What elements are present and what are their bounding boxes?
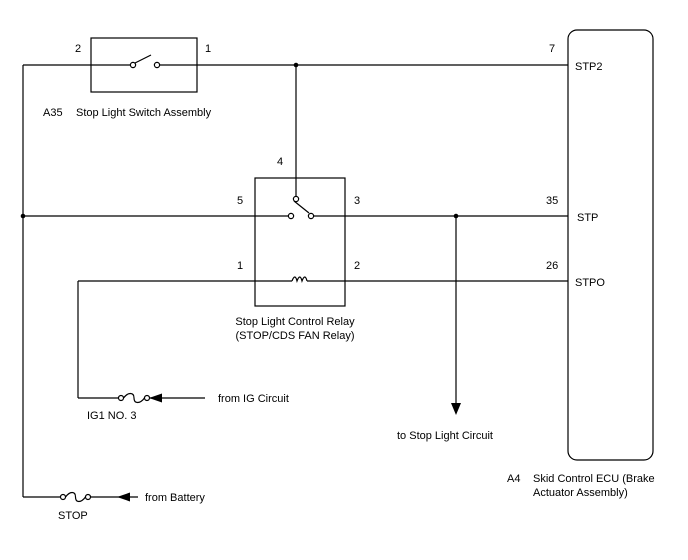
fuse-stop-terminal-left [59,493,67,501]
switch-code: A35 [43,107,63,119]
skid-control-ecu: 7 STP2 35 STP 26 STPO A4 Skid Control EC… [507,29,655,499]
fuse-ig1-terminal-right [143,394,151,402]
ecu-pin-stp2-name: STP2 [575,61,603,73]
stop-light-circuit-label: to Stop Light Circuit [397,430,493,442]
relay-box [254,177,346,307]
switch-contact-left [129,61,137,69]
switch-blade [134,54,152,64]
arrow-from-battery [117,492,130,502]
ecu-pin-stp2-number: 7 [549,43,555,55]
fuse-stop: STOP from Battery [58,491,205,522]
switch-contact-right [153,61,161,69]
relay-blade [293,200,310,214]
relay-pin-top: 4 [277,156,283,168]
ecu-code: A4 [507,473,520,485]
switch-pin-right: 1 [205,43,211,55]
stop-light-control-relay: 4 5 3 1 2 Stop Light Control Relay (STOP… [235,156,360,342]
relay-coil [291,276,308,284]
relay-contact-top [292,195,300,203]
relay-name-line2: (STOP/CDS FAN Relay) [236,330,355,342]
stop-light-switch-assembly: 2 1 A35 Stop Light Switch Assembly [43,37,212,119]
fuse-ig1-element [123,392,145,404]
junction-stop-light [453,213,459,219]
relay-contact-left [287,212,295,220]
ecu-pin-stpo-name: STPO [575,277,605,289]
switch-name: Stop Light Switch Assembly [76,107,212,119]
fuse-ig1-source: from IG Circuit [218,393,289,405]
fuse-stop-terminal-right [84,493,92,501]
relay-name-line1: Stop Light Control Relay [235,316,355,328]
ecu-pin-stp-number: 35 [546,195,558,207]
relay-pin-right-upper: 3 [354,195,360,207]
arrow-from-ig [149,393,162,403]
relay-pin-left-upper: 5 [237,195,243,207]
switch-assembly-box [90,37,198,93]
fuse-stop-name: STOP [58,510,88,522]
fuse-ig1-terminal-left [117,394,125,402]
arrow-to-stop-light [451,403,461,415]
fuse-stop-element [65,491,86,503]
junction-left [20,213,26,219]
ecu-name-line1: Skid Control ECU (Brake [533,473,655,485]
relay-pin-left-lower: 1 [237,260,243,272]
junction-stp2 [293,62,299,68]
relay-contact-right [307,212,315,220]
ecu-name-line2: Actuator Assembly) [533,487,628,499]
switch-pin-left: 2 [75,43,81,55]
ecu-pin-stp-name: STP [577,212,598,224]
fuse-stop-source: from Battery [145,492,205,504]
ecu-box [567,29,654,461]
fuse-ig1-name: IG1 NO. 3 [87,410,137,422]
fuse-ig1: IG1 NO. 3 from IG Circuit [87,392,289,422]
relay-pin-right-lower: 2 [354,260,360,272]
ecu-pin-stpo-number: 26 [546,260,558,272]
